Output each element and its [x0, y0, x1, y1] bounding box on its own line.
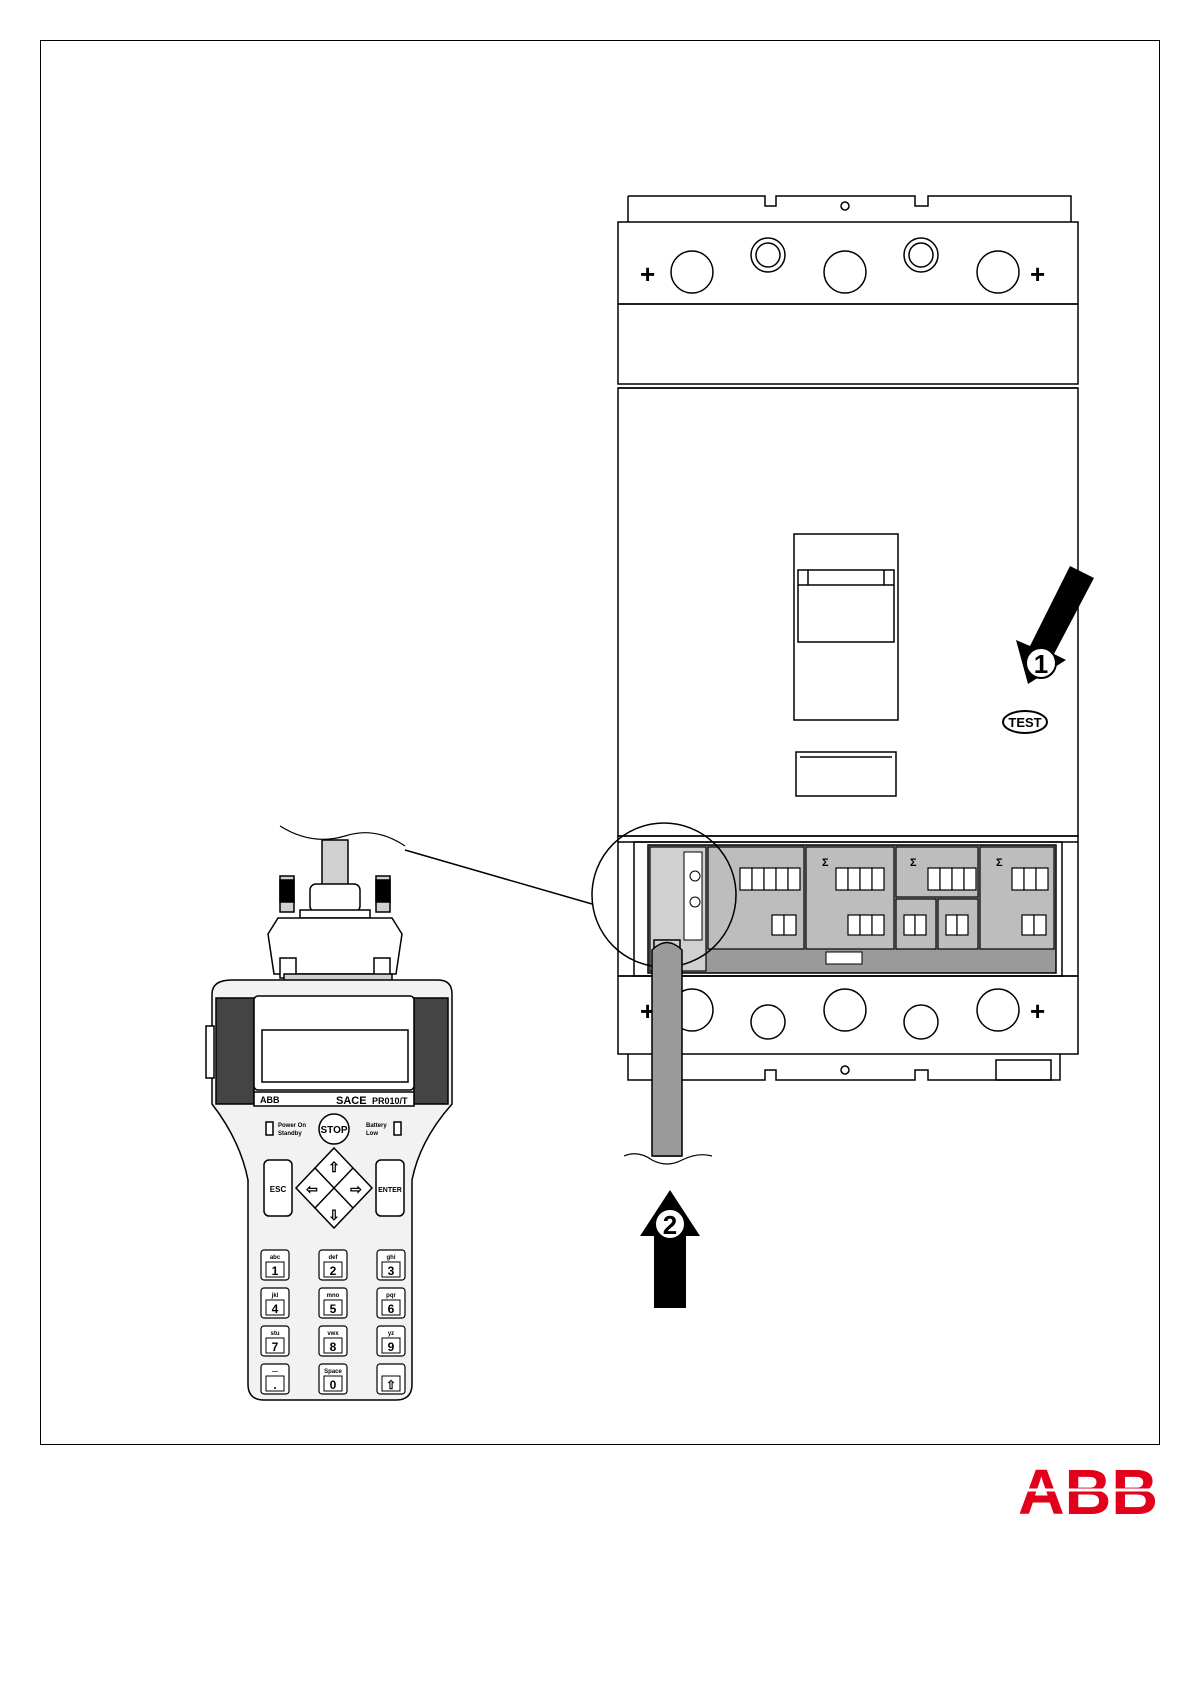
breaker-body — [618, 388, 1078, 836]
keypad-key-main-label: 5 — [330, 1302, 337, 1316]
arrow-up-icon: ⇧ — [328, 1159, 340, 1175]
trip-unit-fuse — [826, 952, 862, 964]
esc-button[interactable]: ESC — [264, 1160, 292, 1216]
top-terminals — [671, 238, 1019, 293]
battery-label-2: Low — [366, 1131, 378, 1137]
bottom-terminal-block — [618, 976, 1078, 1054]
operating-lever-slot — [794, 534, 898, 720]
power-label-1: Power On — [278, 1123, 306, 1129]
handheld-cable — [322, 840, 348, 886]
keypad-key-sub-label: vwx — [327, 1331, 339, 1337]
sigma-label-3: Σ — [996, 857, 1003, 869]
battery-led — [394, 1122, 401, 1135]
handheld-model: SACE — [336, 1095, 367, 1107]
sigma-label-2: Σ — [910, 857, 917, 869]
keypad-key-1[interactable]: abc 1 — [261, 1250, 289, 1280]
stop-button[interactable]: STOP — [319, 1114, 349, 1144]
keypad-key-4[interactable]: jkl 4 — [261, 1288, 289, 1318]
stop-label: STOP — [320, 1125, 347, 1136]
handheld-brand: ABB — [260, 1095, 280, 1105]
test-button-label: TEST — [1008, 715, 1041, 730]
keypad-key-main-label: ⇧ — [386, 1378, 396, 1392]
trip-unit: Σ Σ Σ — [648, 845, 1056, 973]
keypad-key-sub-label: Space — [324, 1369, 342, 1375]
top-right-plus: + — [1030, 259, 1045, 289]
keypad-key-main-label: 7 — [272, 1340, 279, 1354]
power-led — [266, 1122, 273, 1135]
keypad-key-7[interactable]: stu 7 — [261, 1326, 289, 1356]
keypad-key-sub-label: mno — [327, 1293, 340, 1299]
enter-label: ENTER — [378, 1187, 402, 1194]
keypad-key-main-label: 3 — [388, 1264, 395, 1278]
step-1-arrow: 1 — [1016, 566, 1094, 684]
battery-label-1: Battery — [366, 1123, 387, 1129]
keypad-key-sub-label: — — [272, 1369, 278, 1375]
sigma-label-1: Σ — [822, 857, 829, 869]
keypad-key-sub-label: abc — [270, 1255, 281, 1261]
keypad-key-main-label: 1 — [272, 1264, 279, 1278]
dip-switch-module-1 — [708, 847, 804, 949]
bottom-right-plus: + — [1030, 996, 1045, 1026]
step-1-number: 1 — [1034, 649, 1048, 679]
serial-connector — [310, 884, 360, 912]
keypad-key-sub-label: jkl — [271, 1293, 279, 1299]
keypad-key-6[interactable]: pqr 6 — [377, 1288, 405, 1318]
top-left-plus: + — [640, 259, 655, 289]
esc-label: ESC — [270, 1185, 287, 1194]
top-mounting-rail — [628, 196, 1071, 222]
breaker-upper-band — [618, 304, 1078, 384]
bottom-mounting-rail — [628, 1054, 1060, 1080]
bottom-terminals — [671, 989, 1019, 1039]
keypad-key-main-label: 4 — [272, 1302, 279, 1316]
keypad-key-sub-label: yz — [388, 1331, 394, 1337]
keypad-key-sub-label: ghi — [387, 1255, 396, 1261]
keypad-key-9[interactable]: yz 9 — [377, 1326, 405, 1356]
keypad-key-5[interactable]: mno 5 — [319, 1288, 347, 1318]
keypad-key-main-label: 8 — [330, 1340, 337, 1354]
dip-switch-module-2 — [806, 847, 894, 949]
keypad-key-main-label: 6 — [388, 1302, 395, 1316]
keypad-key-3[interactable]: ghi 3 — [377, 1250, 405, 1280]
arrow-down-icon: ⇩ — [328, 1207, 340, 1223]
keypad-key-main-label: . — [273, 1378, 276, 1392]
keypad-key-sub-label: stu — [271, 1331, 280, 1337]
keypad-key-sub-label: pqr — [386, 1293, 396, 1299]
keypad-key-2[interactable]: def 2 — [319, 1250, 347, 1280]
abb-logo: ABB — [1016, 1460, 1160, 1520]
keypad-key-main-label: 2 — [330, 1264, 337, 1278]
arrow-right-icon: ⇨ — [350, 1181, 362, 1197]
keypad-key-10[interactable]: —. — [261, 1364, 289, 1394]
keypad-key-sub-label: def — [329, 1255, 339, 1261]
step-2-number: 2 — [663, 1210, 677, 1240]
indicator-window — [796, 752, 896, 796]
dip-switch-module-4 — [980, 847, 1054, 949]
power-label-2: Standby — [278, 1131, 302, 1137]
operating-lever — [798, 570, 894, 642]
arrow-left-icon: ⇦ — [305, 1181, 318, 1197]
handheld-model-code: PR010/T — [372, 1096, 408, 1106]
keypad-key-12[interactable]: ⇧ — [377, 1364, 405, 1394]
keypad-key-11[interactable]: Space 0 — [319, 1364, 347, 1394]
keypad-key-main-label: 9 — [388, 1340, 395, 1354]
handheld-unit: ABB SACE PR010/T Power On Standby STOP B… — [206, 826, 452, 1400]
step-2-arrow: 2 — [640, 1190, 700, 1308]
detail-leader-line — [405, 850, 592, 904]
enter-button[interactable]: ENTER — [376, 1160, 404, 1216]
keypad-key-8[interactable]: vwx 8 — [319, 1326, 347, 1356]
keypad-key-main-label: 0 — [330, 1378, 337, 1392]
test-button[interactable]: TEST — [1003, 711, 1047, 733]
